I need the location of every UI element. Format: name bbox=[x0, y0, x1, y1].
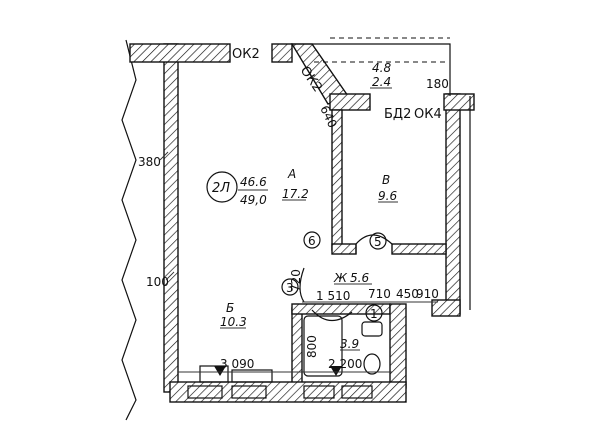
marker-3: 3 bbox=[286, 281, 294, 295]
dim-710: 710 bbox=[368, 287, 391, 301]
toilet-icon bbox=[363, 353, 381, 375]
marker-1: 1 bbox=[370, 307, 378, 321]
apartment-area-living: 46.6 bbox=[240, 175, 267, 189]
wall-right-top bbox=[443, 93, 475, 111]
room-zh-area: 5.6 bbox=[350, 271, 369, 285]
room-a-area: 17.2 bbox=[282, 187, 309, 201]
dim-180: 180 bbox=[426, 77, 449, 91]
marker-5: 5 bbox=[374, 235, 382, 249]
sink-icon bbox=[361, 321, 383, 337]
dim-800: 800 bbox=[305, 335, 319, 358]
dim-2200: 2 200 bbox=[328, 357, 362, 371]
window-sill-4 bbox=[341, 385, 373, 399]
dim-1510: 1 510 bbox=[316, 289, 350, 303]
apartment-code: 2Л bbox=[212, 181, 230, 196]
window-label-ok4: ОК4 bbox=[414, 107, 442, 122]
marker-3-circle bbox=[281, 278, 299, 296]
door-label-bd2: БД2 bbox=[384, 107, 411, 122]
section-arrow-2 bbox=[330, 366, 342, 376]
door-bath bbox=[311, 309, 353, 322]
bathtub-icon bbox=[303, 315, 343, 377]
dim-3090: 3 090 bbox=[220, 357, 254, 371]
wall-right-exterior bbox=[445, 93, 461, 315]
room-zh-letter: Ж bbox=[333, 271, 348, 285]
wall-bath-right bbox=[389, 303, 407, 389]
apartment-tag-circle bbox=[206, 171, 238, 203]
dim-910: 910 bbox=[416, 287, 439, 301]
marker-6-circle bbox=[303, 231, 321, 249]
wall-bedroom-bottom-left bbox=[331, 243, 357, 255]
dim-100-tick bbox=[165, 271, 175, 281]
balcony-outline bbox=[312, 43, 451, 96]
room-v-letter: В bbox=[382, 173, 390, 187]
dim-380: 380 bbox=[138, 155, 161, 169]
wall-bedroom-left bbox=[331, 109, 343, 251]
dim-720: 720 bbox=[289, 269, 303, 292]
counter-icon bbox=[231, 369, 273, 383]
balcony-area-top: 4.8 bbox=[372, 61, 391, 75]
section-arrow-1 bbox=[214, 366, 226, 376]
wall-top-stub bbox=[271, 43, 293, 63]
window-sill-2 bbox=[231, 385, 267, 399]
room-b-area: 10.3 bbox=[220, 315, 247, 329]
door-bedroom bbox=[355, 234, 393, 254]
door-kitchen bbox=[299, 267, 305, 303]
wall-top-left bbox=[129, 43, 231, 63]
window-label-ok2-top: ОК2 bbox=[232, 47, 260, 62]
room-b-letter: Б bbox=[226, 301, 234, 315]
wall-bedroom-bottom-right bbox=[391, 243, 447, 255]
balcony-area-bottom: 2.4 bbox=[372, 75, 391, 89]
marker-6: 6 bbox=[308, 234, 316, 248]
room-bath-area: 3.9 bbox=[340, 337, 359, 351]
window-sill-1 bbox=[187, 385, 223, 399]
wall-bay-right bbox=[329, 93, 371, 111]
wall-left-exterior bbox=[163, 43, 179, 393]
marker-1-circle bbox=[365, 304, 383, 322]
window-sill-3 bbox=[303, 385, 335, 399]
wall-bottom-right bbox=[431, 299, 461, 317]
dim-100: 100 bbox=[146, 275, 169, 289]
marker-5-circle bbox=[369, 232, 387, 250]
break-line-left bbox=[121, 39, 137, 421]
wall-bottom-exterior bbox=[169, 381, 407, 403]
room-a-letter: А bbox=[287, 167, 296, 181]
room-v-area: 9.6 bbox=[378, 189, 397, 203]
dim-380-tick bbox=[159, 151, 169, 161]
apartment-area-total: 49,0 bbox=[240, 193, 267, 207]
wall-bath-left bbox=[291, 307, 303, 389]
dim-450: 450 bbox=[396, 287, 419, 301]
